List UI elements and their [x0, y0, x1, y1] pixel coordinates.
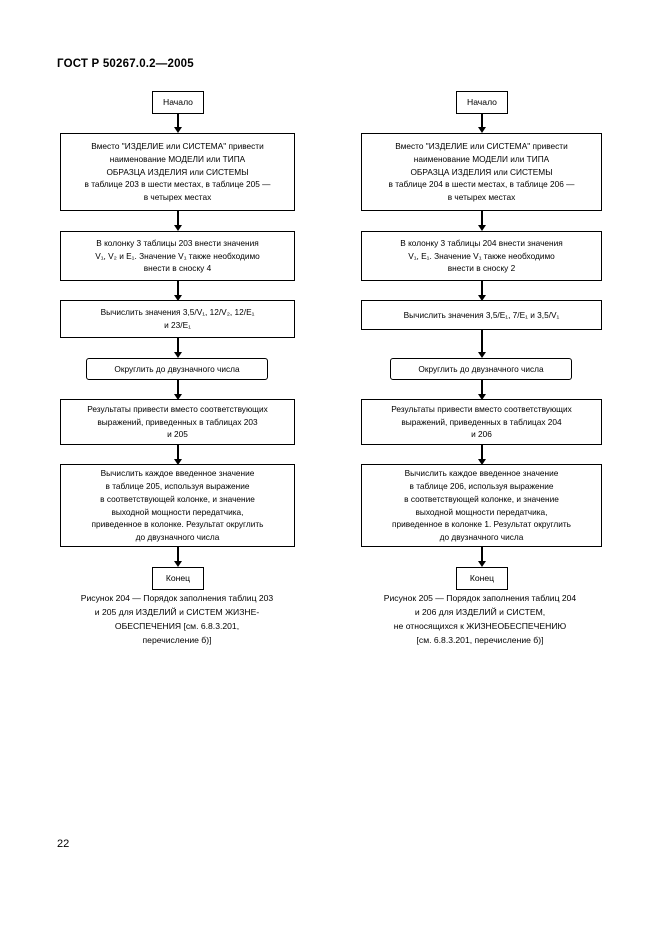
- flow-node-label: Вычислить каждое введенное значение в та…: [91, 467, 264, 543]
- arrowhead: [173, 295, 182, 301]
- connector-compute-to-end: [481, 547, 483, 564]
- connector-compute-to-end: [177, 547, 179, 564]
- flow-node-label: Конец: [165, 572, 191, 583]
- flow-node-label: Вычислить значения 3,5/V₁, 12/V₂, 12/E₁ …: [100, 307, 255, 330]
- arrowhead: [173, 225, 182, 231]
- arrowhead: [477, 459, 486, 465]
- flow-node-insert-results: Результаты привести вместо соответствующ…: [361, 399, 602, 445]
- arrowhead: [477, 225, 486, 231]
- flow-node-label: Начало: [163, 96, 193, 107]
- arrowhead: [173, 561, 182, 567]
- flow-node-label: Вместо "ИЗДЕЛИЕ или СИСТЕМА" привести на…: [388, 140, 575, 203]
- flow-node-label: Результаты привести вместо соответствующ…: [87, 403, 268, 440]
- connector-step1-to-step2: [177, 211, 179, 228]
- flow-node-label: Результаты привести вместо соответствующ…: [391, 403, 572, 440]
- flow-node-label: Округлить до двузначного числа: [114, 363, 240, 374]
- connector-step3-to-round: [177, 338, 179, 355]
- arrowhead: [173, 127, 182, 133]
- connector-step2-to-step3: [481, 281, 483, 298]
- flow-node-substitute-names: Вместо "ИЗДЕЛИЕ или СИСТЕМА" привести на…: [60, 133, 295, 211]
- flow-node-compute-expressions: Вычислить значения 3,5/V₁, 12/V₂, 12/E₁ …: [60, 300, 295, 338]
- flow-node-label: Начало: [467, 96, 497, 107]
- connector-start-to-step1: [177, 114, 179, 129]
- arrowhead: [173, 394, 182, 400]
- flow-node-label: В колонку 3 таблицы 203 внести значения …: [95, 237, 260, 274]
- page-number: 22: [57, 838, 70, 850]
- arrowhead: [477, 394, 486, 400]
- flow-node-insert-results: Результаты привести вместо соответствующ…: [60, 399, 295, 445]
- connector-results-to-compute: [177, 445, 179, 462]
- flow-node-enter-values: В колонку 3 таблицы 204 внести значения …: [361, 231, 602, 281]
- flow-node-label: Вычислить каждое введенное значение в та…: [392, 467, 571, 543]
- flow-node-end: Конец: [456, 567, 508, 590]
- flow-node-substitute-names: Вместо "ИЗДЕЛИЕ или СИСТЕМА" привести на…: [361, 133, 602, 211]
- flow-node-start: Начало: [152, 91, 204, 114]
- figure-caption-204: Рисунок 204 — Порядок заполнения таблиц …: [80, 593, 274, 645]
- flow-node-label: Вычислить значения 3,5/E₁, 7/E₁ и 3,5/V₁: [403, 309, 560, 320]
- arrowhead: [477, 295, 486, 301]
- flow-node-round: Округлить до двузначного числа: [390, 358, 572, 380]
- connector-start-to-step1: [481, 114, 483, 129]
- arrowhead: [173, 459, 182, 465]
- arrowhead: [477, 127, 486, 133]
- figure-caption-205: Рисунок 205 — Порядок заполнения таблиц …: [383, 593, 577, 645]
- connector-step3-to-round: [481, 330, 483, 355]
- flow-node-compute-each-value: Вычислить каждое введенное значение в та…: [361, 464, 602, 547]
- flow-node-compute-each-value: Вычислить каждое введенное значение в та…: [60, 464, 295, 547]
- arrowhead: [477, 352, 486, 358]
- flow-node-label: Округлить до двузначного числа: [418, 363, 544, 374]
- connector-step2-to-step3: [177, 281, 179, 298]
- connector-round-to-results: [481, 380, 483, 397]
- flow-node-round: Округлить до двузначного числа: [86, 358, 268, 380]
- flow-node-end: Конец: [152, 567, 204, 590]
- arrowhead: [173, 352, 182, 358]
- flow-node-compute-expressions: Вычислить значения 3,5/E₁, 7/E₁ и 3,5/V₁: [361, 300, 602, 330]
- flow-node-label: В колонку 3 таблицы 204 внести значения …: [400, 237, 563, 274]
- connector-results-to-compute: [481, 445, 483, 462]
- arrowhead: [477, 561, 486, 567]
- flow-node-enter-values: В колонку 3 таблицы 203 внести значения …: [60, 231, 295, 281]
- flow-node-label: Вместо "ИЗДЕЛИЕ или СИСТЕМА" привести на…: [84, 140, 271, 203]
- flow-node-label: Конец: [469, 572, 495, 583]
- document-header: ГОСТ Р 50267.0.2—2005: [57, 58, 194, 70]
- connector-step1-to-step2: [481, 211, 483, 228]
- connector-round-to-results: [177, 380, 179, 397]
- flow-node-start: Начало: [456, 91, 508, 114]
